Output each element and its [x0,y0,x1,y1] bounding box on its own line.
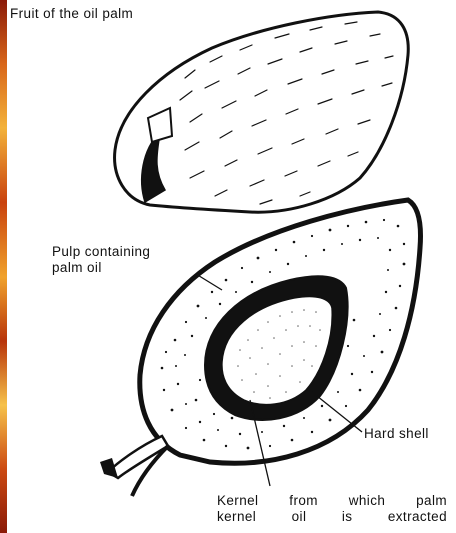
kernel-label: Kernel from which palm kernel oil is ext… [217,493,447,525]
diagram-title: Fruit of the oil palm [10,6,133,22]
kernel-label-line-2: kernel oil is extracted [217,509,447,525]
pulp-label-line-1: Pulp containing [52,244,150,260]
pulp-label: Pulp containing palm oil [52,244,150,276]
kernel-label-line-1: Kernel from which palm [217,493,447,509]
hard-shell-label: Hard shell [364,426,429,442]
whole-fruit [115,12,409,212]
pulp-label-line-2: palm oil [52,260,150,276]
